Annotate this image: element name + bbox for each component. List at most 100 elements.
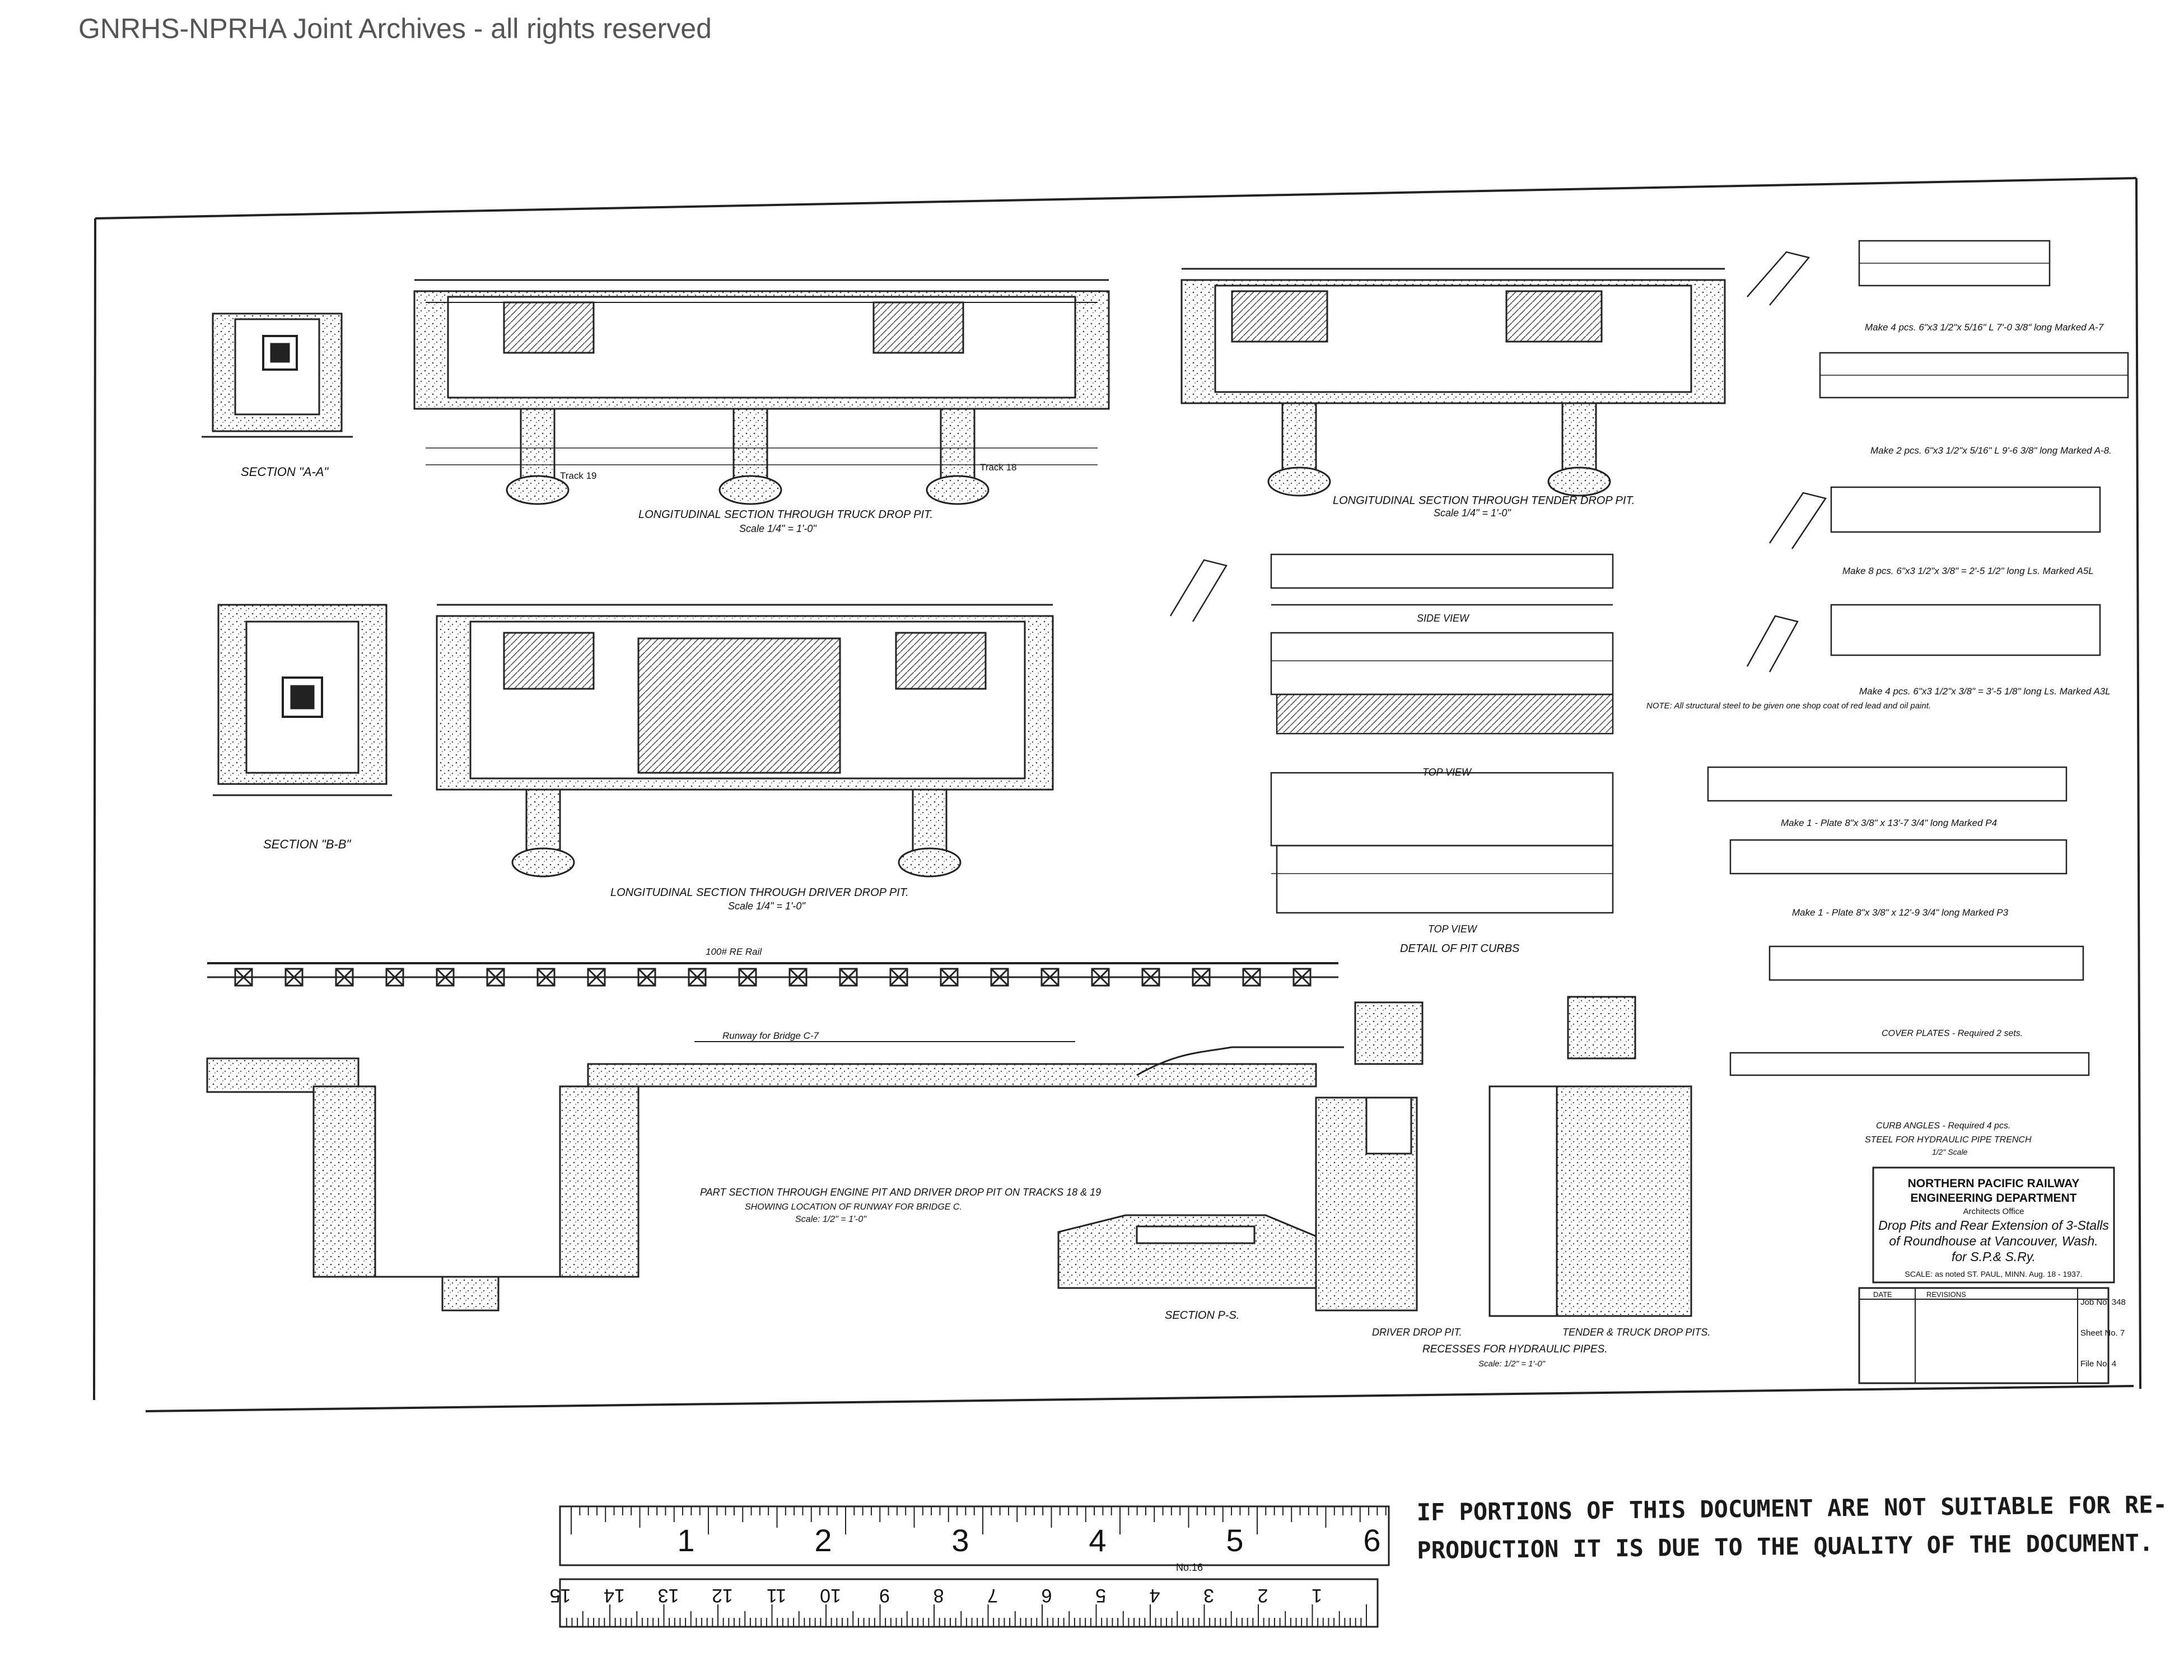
- structural-note: NOTE: All structural steel to be given o…: [1646, 701, 1931, 711]
- rail-tie-cross: [940, 968, 959, 987]
- pit-curbs-title: DETAIL OF PIT CURBS: [1400, 942, 1520, 955]
- rail-tie: [788, 968, 808, 987]
- sheet-number: Sheet No. 7: [2080, 1328, 2125, 1338]
- top-view-label: TOP VIEW: [1422, 767, 1472, 778]
- cm-label: 12: [712, 1585, 733, 1606]
- engine-pit-drawing: [206, 962, 1344, 1312]
- rail-label: 100# RE Rail: [706, 946, 762, 957]
- plates-drawing: [1707, 766, 2090, 1076]
- rail-tie-cross: [234, 968, 253, 987]
- track19-label: Track 19: [560, 470, 597, 481]
- rail-tie: [1141, 968, 1160, 987]
- cm-label: 7: [987, 1585, 998, 1606]
- inch-label-3: 3: [951, 1523, 969, 1558]
- rail-tie: [688, 968, 707, 987]
- inch-label-1: 1: [677, 1523, 694, 1558]
- cm-label: 6: [1042, 1585, 1052, 1606]
- recesses-scale: Scale: 1/2" = 1'-0": [1478, 1359, 1546, 1369]
- make-p3-label: Make 1 - Plate 8"x 3/8" x 12'-9 3/4" lon…: [1792, 907, 2009, 918]
- rail-tie: [284, 968, 304, 987]
- truck-pit-title: LONGITUDINAL SECTION THROUGH TRUCK DROP …: [638, 508, 933, 521]
- title-line4: Drop Pits and Rear Extension of 3-Stalls: [1878, 1218, 2109, 1233]
- tender-pit-scale: Scale 1/4" = 1'-0": [1434, 507, 1511, 519]
- cm-label: 9: [879, 1585, 890, 1606]
- rail-tie-cross: [536, 968, 556, 987]
- revisions-header: REVISIONS: [1926, 1290, 1966, 1299]
- driver-pit-scale: Scale 1/4" = 1'-0": [728, 900, 806, 912]
- steel-scale-label: 1/2" Scale: [1932, 1147, 1968, 1156]
- cm-label: 11: [767, 1585, 786, 1606]
- side-view-label: SIDE VIEW: [1417, 613, 1470, 624]
- rail-tie: [990, 968, 1009, 987]
- engine-pit-subtitle: SHOWING LOCATION OF RUNWAY FOR BRIDGE C.: [745, 1202, 962, 1212]
- rail-tie: [839, 968, 858, 987]
- section-aa-label: SECTION "A-A": [241, 465, 329, 479]
- rail-tie-cross: [1192, 968, 1211, 987]
- make-a8-label: Make 2 pcs. 6"x3 1/2"x 5/16" L 9'-6 3/8"…: [1870, 445, 2112, 456]
- drawing-border: [93, 177, 2141, 1412]
- cm-label: 15: [550, 1585, 571, 1606]
- rail-tie: [1091, 968, 1110, 987]
- rail-tie-cross: [788, 968, 808, 987]
- rail-tie-cross: [990, 968, 1009, 987]
- section-bb-drawing: [213, 604, 392, 796]
- title-block: NORTHERN PACIFIC RAILWAY ENGINEERING DEP…: [1858, 1166, 2126, 1384]
- rail-tie: [1292, 968, 1312, 987]
- inch-label-4: 4: [1089, 1523, 1106, 1558]
- cm-label: 1: [1312, 1585, 1322, 1606]
- driver-pit-drawing: [436, 604, 1054, 878]
- rail-tie-cross: [738, 968, 757, 987]
- rail-tie-cross: [1292, 968, 1312, 987]
- rail-tie-cross: [839, 968, 858, 987]
- pit-curbs-drawing: [1169, 553, 1614, 914]
- rail-tie: [889, 968, 908, 987]
- driver-pit-title: LONGITUDINAL SECTION THROUGH DRIVER DROP…: [610, 886, 909, 899]
- truck-pit-scale: Scale 1/4" = 1'-0": [739, 523, 817, 534]
- truck-pit-drawing: [413, 279, 1110, 505]
- track18-label: Track 18: [980, 462, 1017, 473]
- job-number: Job No. 348: [2080, 1298, 2126, 1307]
- rail-tie-cross: [486, 968, 505, 987]
- tender-pit-drawing: [1180, 268, 1726, 497]
- rail-tie: [335, 968, 354, 987]
- rail-tie: [637, 968, 656, 987]
- inch-ruler: 1 2 3 4 5 6 No.16: [559, 1505, 1390, 1573]
- tender-truck-label: TENDER & TRUCK DROP PITS.: [1562, 1327, 1710, 1338]
- rail-tie-cross: [587, 968, 606, 987]
- rail-tie-cross: [688, 968, 707, 987]
- file-number: File No. 4: [2080, 1359, 2116, 1369]
- runway-label: Runway for Bridge C-7: [722, 1030, 819, 1041]
- rail-tie-cross: [889, 968, 908, 987]
- cm-label: 5: [1095, 1585, 1106, 1606]
- rail-tie-cross: [284, 968, 304, 987]
- reproduction-stamp: IF PORTIONS OF THIS DOCUMENT ARE NOT SUI…: [1416, 1486, 2167, 1570]
- rail-tie-cross: [1040, 968, 1060, 987]
- inch-label-5: 5: [1226, 1523, 1243, 1558]
- title-line1: NORTHERN PACIFIC RAILWAY: [1908, 1177, 2080, 1190]
- ruler-brand: No.16: [1176, 1562, 1203, 1573]
- curb-angles-label: CURB ANGLES - Required 4 pcs.: [1876, 1121, 2010, 1131]
- angle-details: [1746, 240, 2129, 673]
- rail-tie: [1040, 968, 1060, 987]
- section-ps-label: SECTION P-S.: [1165, 1309, 1239, 1322]
- title-line2: ENGINEERING DEPARTMENT: [1910, 1192, 2076, 1205]
- rail-tie: [385, 968, 404, 987]
- title-line6: for S.P.& S.Ry.: [1952, 1249, 2036, 1264]
- rail-tie-cross: [335, 968, 354, 987]
- cm-label: 4: [1150, 1585, 1160, 1606]
- steel-trench-label: STEEL FOR HYDRAULIC PIPE TRENCH: [1865, 1135, 2032, 1145]
- rail-tie-cross: [1091, 968, 1110, 987]
- rail-tie-cross: [637, 968, 656, 987]
- rail-tie: [587, 968, 606, 987]
- recesses-title: RECESSES FOR HYDRAULIC PIPES.: [1422, 1343, 1607, 1355]
- section-aa-drawing: [202, 312, 353, 438]
- title-line3: Architects Office: [1963, 1207, 2024, 1216]
- rail-tie-cross: [1141, 968, 1160, 987]
- cm-label: 2: [1258, 1585, 1268, 1606]
- cover-plates-label: COVER PLATES - Required 2 sets.: [1882, 1029, 2023, 1038]
- rail-tie: [436, 968, 455, 987]
- rail-tie-cross: [385, 968, 404, 987]
- cm-label: 8: [934, 1585, 944, 1606]
- section-ps-drawing: [1057, 1214, 1334, 1289]
